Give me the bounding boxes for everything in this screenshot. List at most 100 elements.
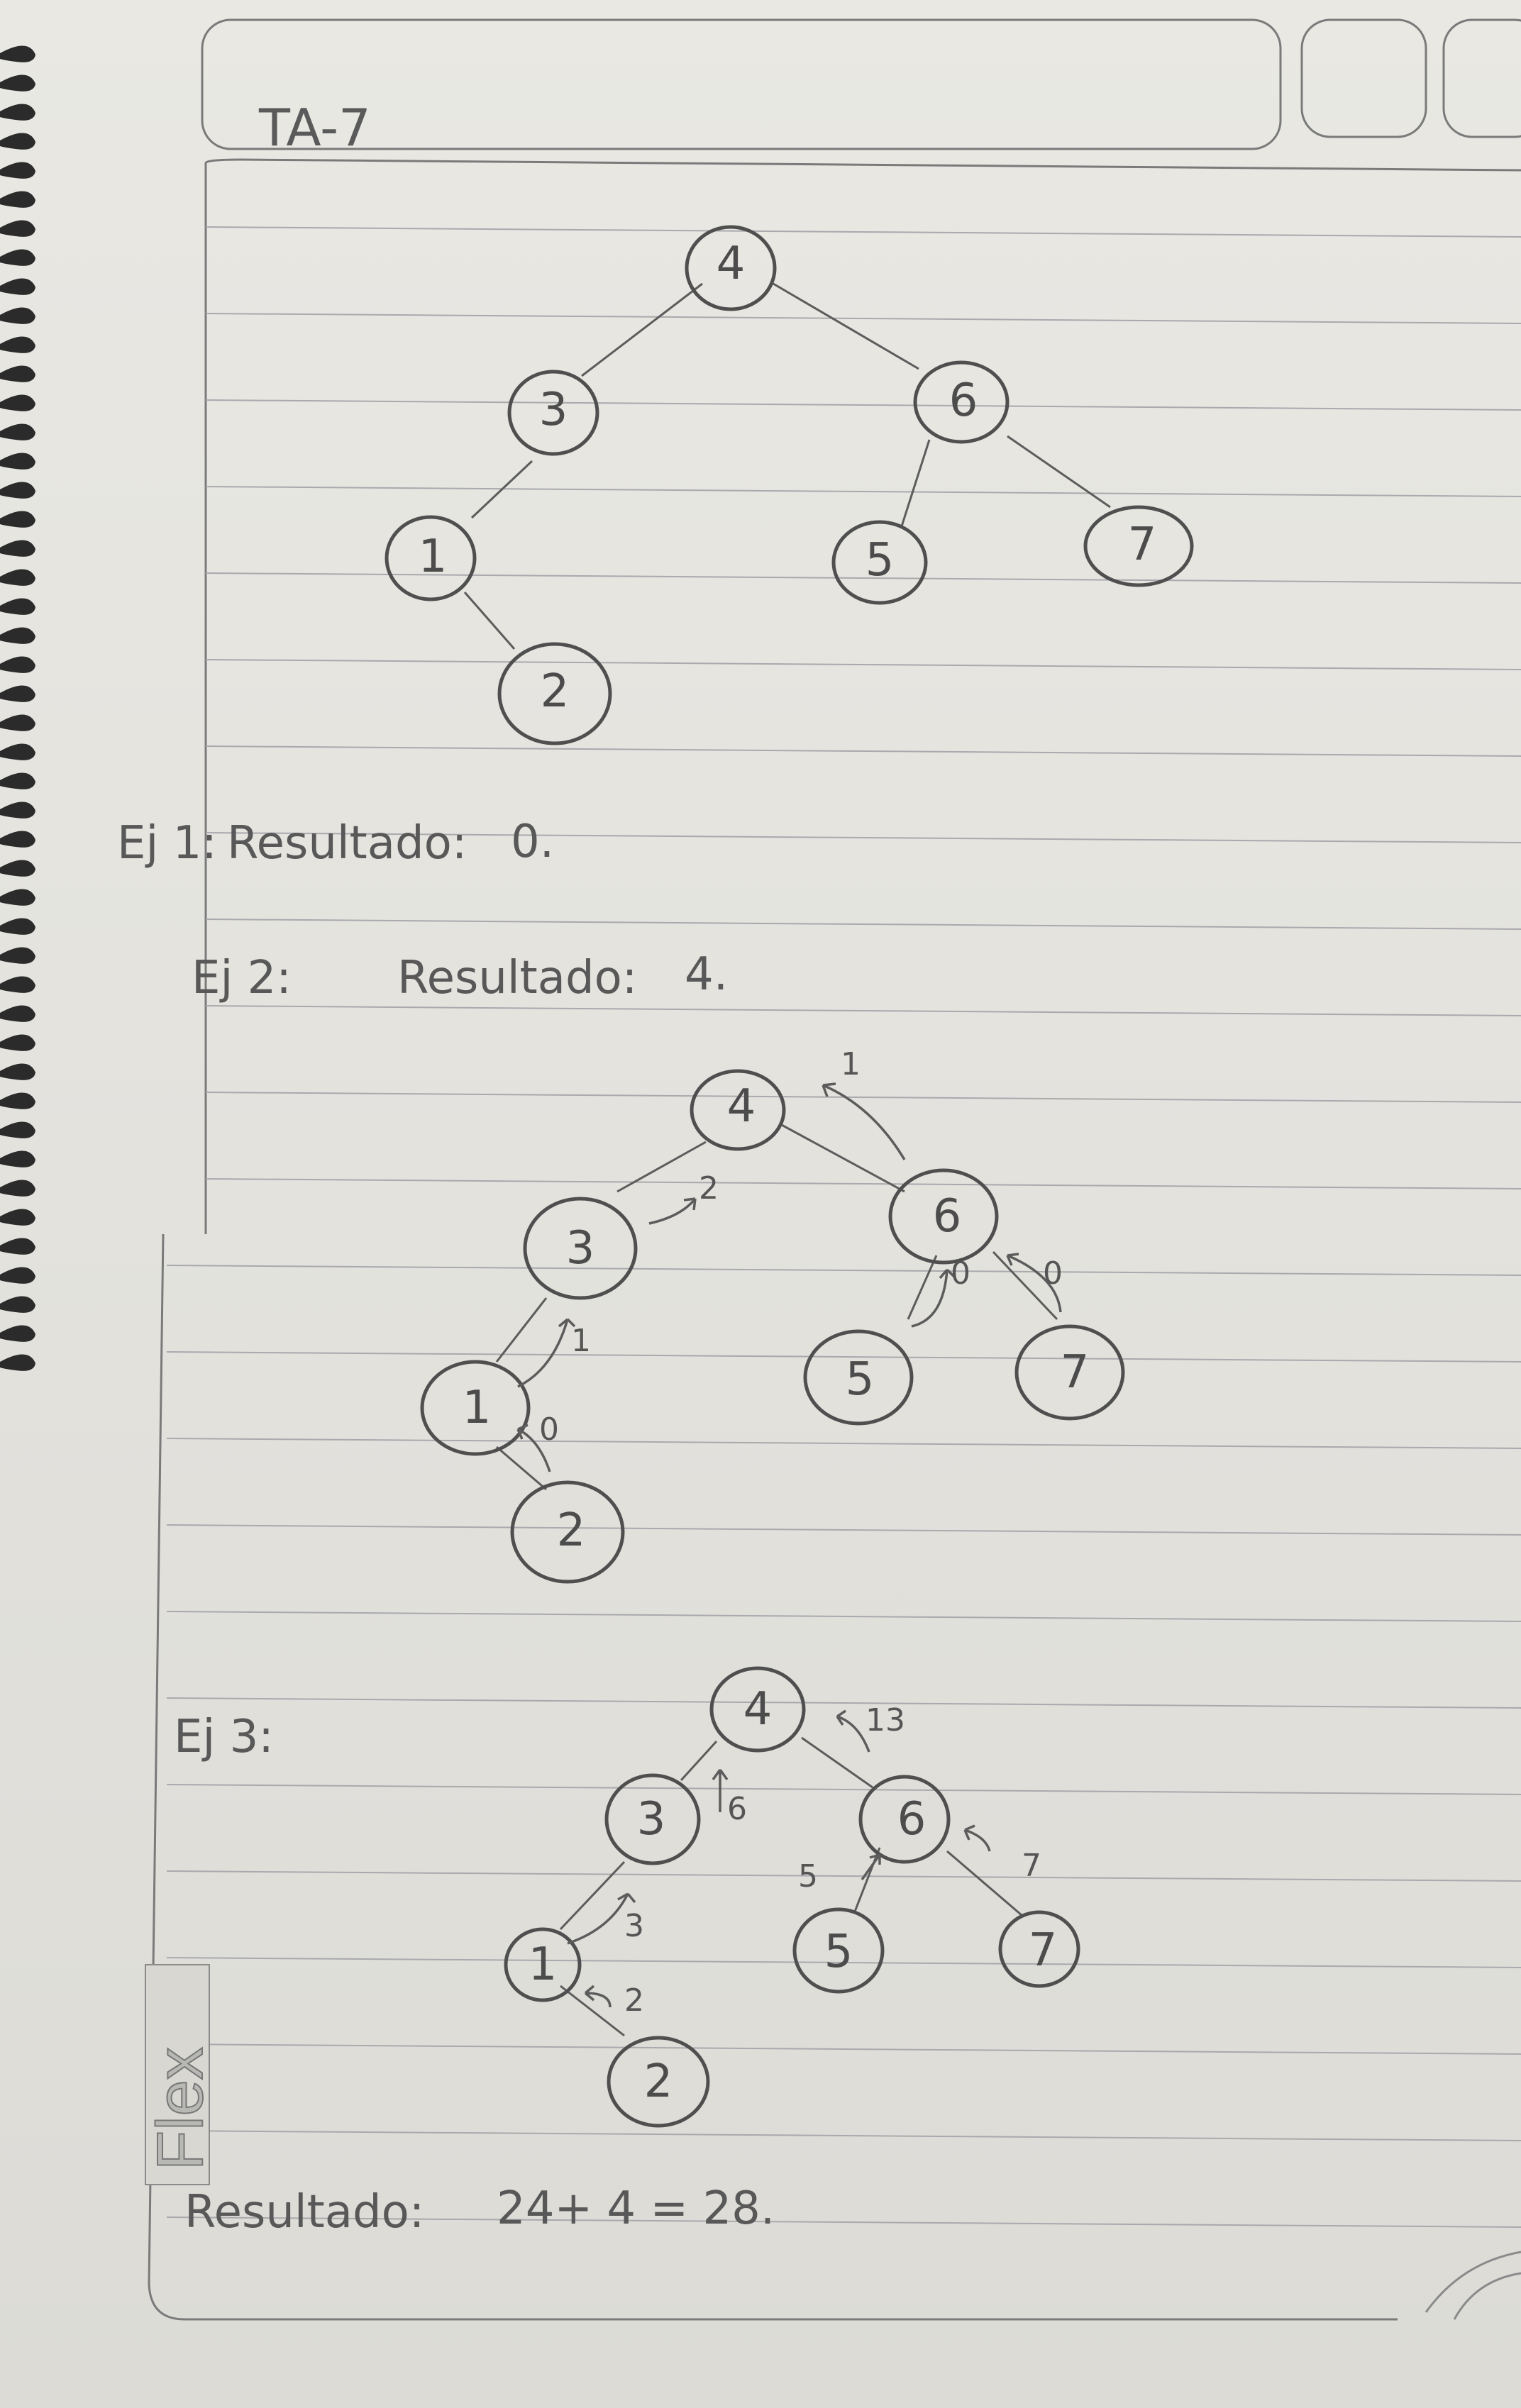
page-title: TA-7: [258, 98, 371, 157]
tree-node: 1: [385, 515, 477, 601]
ruled-line: [205, 486, 1521, 497]
ruled-line: [166, 1957, 1521, 1968]
svg-text:2: 2: [644, 2055, 673, 2108]
tree-node: 3: [604, 1773, 701, 1865]
spiral-coil: [0, 598, 35, 615]
ruled-line: [205, 1092, 1521, 1103]
corner-logo: [1425, 2251, 1521, 2313]
tree-node: 1: [420, 1360, 531, 1456]
svg-text:0.: 0.: [511, 816, 554, 868]
svg-text:Flex: Flex: [144, 2047, 216, 2170]
spiral-coil: [0, 191, 35, 208]
header-small-box: [1300, 18, 1427, 138]
ruled-line: [166, 1611, 1521, 1622]
spiral-coil: [0, 307, 35, 324]
spiral-coil: [0, 889, 35, 906]
spiral-coil: [0, 860, 35, 877]
svg-text:3: 3: [624, 1908, 644, 1944]
spiral-coil: [0, 831, 35, 848]
svg-text:7: 7: [1029, 1924, 1058, 1977]
tree-node: 7: [1083, 505, 1194, 587]
svg-text:Ej 1:: Ej 1:: [117, 817, 217, 870]
svg-text:Ej 3:: Ej 3:: [174, 1711, 274, 1763]
spiral-coil: [0, 162, 35, 179]
tree-node: 4: [690, 1069, 786, 1151]
svg-text:4: 4: [743, 1683, 773, 1736]
spiral-coil: [0, 685, 35, 702]
tree-2: 4 3 6 1 5 7 2 1 2 1 0 0 0: [420, 1046, 1125, 1584]
spiral-coil: [0, 423, 35, 440]
tree-node: 2: [607, 2036, 710, 2128]
svg-text:24+ 4 = 28.: 24+ 4 = 28.: [497, 2182, 775, 2235]
header-box: [201, 18, 1282, 150]
svg-text:2: 2: [557, 1504, 586, 1557]
final-result: Resultado: 24+ 4 = 28.: [184, 2182, 775, 2238]
svg-text:1: 1: [571, 1323, 591, 1359]
spiral-coil: [0, 482, 35, 499]
ruled-line: [205, 313, 1521, 324]
spiral-coil: [0, 656, 35, 673]
ruled-lines: [166, 226, 1521, 2228]
spiral-coil: [0, 220, 35, 237]
ruled-line: [205, 919, 1521, 930]
spiral-coil: [0, 1354, 35, 1371]
spiral-coil: [0, 365, 35, 382]
svg-text:5: 5: [865, 534, 895, 587]
svg-text:5: 5: [846, 1353, 875, 1406]
flex-stamp: Flex: [143, 1964, 217, 2185]
spiral-coil: [0, 1005, 35, 1022]
svg-text:5: 5: [798, 1858, 818, 1894]
spiral-coil: [0, 453, 35, 470]
tree-node: 3: [523, 1197, 638, 1300]
svg-text:4: 4: [727, 1080, 756, 1133]
ruled-line: [205, 572, 1521, 584]
svg-text:2: 2: [541, 665, 570, 718]
spiral-coil: [0, 540, 35, 557]
spiral-coil: [0, 627, 35, 644]
spiral-coil: [0, 133, 35, 150]
spiral-coil: [0, 511, 35, 528]
tree-node: 4: [709, 1666, 806, 1753]
svg-text:5: 5: [824, 1926, 853, 1978]
ruled-line: [166, 1784, 1521, 1795]
ruled-line: [166, 1351, 1521, 1363]
exercise-3: Ej 3:: [174, 1711, 274, 1763]
spiral-coil: [0, 772, 35, 789]
tree-node: 7: [998, 1910, 1080, 1988]
frame-top: [204, 158, 1521, 172]
tree-node: 5: [792, 1907, 885, 1994]
svg-text:Ej 2:: Ej 2:: [192, 952, 292, 1004]
spiral-coil: [0, 1209, 35, 1226]
svg-text:0: 0: [951, 1255, 970, 1292]
tree-node: 3: [507, 370, 599, 456]
svg-text:1: 1: [463, 1382, 492, 1434]
spiral-coil: [0, 801, 35, 819]
ruled-line: [205, 659, 1521, 670]
spiral-coil: [0, 1063, 35, 1080]
ruled-line: [205, 745, 1521, 757]
svg-text:1: 1: [841, 1046, 861, 1082]
svg-text:1: 1: [419, 531, 448, 583]
spiral-coil: [0, 743, 35, 760]
svg-text:2: 2: [699, 1170, 719, 1206]
svg-text:7: 7: [1061, 1346, 1090, 1399]
tree-node: 6: [858, 1775, 951, 1864]
spiral-coil: [0, 1121, 35, 1138]
spiral-coil: [0, 569, 35, 586]
svg-text:0: 0: [1043, 1255, 1063, 1292]
spiral-coil: [0, 278, 35, 295]
spiral-coil: [0, 1325, 35, 1342]
svg-text:0: 0: [539, 1411, 559, 1448]
ruled-line: [166, 2130, 1521, 2141]
ruled-line: [166, 1697, 1521, 1709]
svg-text:13: 13: [865, 1702, 905, 1738]
svg-text:Resultado:: Resultado:: [227, 817, 467, 870]
tree-node: 5: [831, 520, 928, 605]
svg-text:6: 6: [727, 1791, 747, 1827]
exercise-2: Ej 2: Resultado: 4.: [192, 948, 728, 1004]
spiral-coil: [0, 1150, 35, 1167]
svg-text:6: 6: [897, 1793, 927, 1846]
svg-text:6: 6: [933, 1190, 962, 1243]
ruled-line: [166, 2043, 1521, 2055]
